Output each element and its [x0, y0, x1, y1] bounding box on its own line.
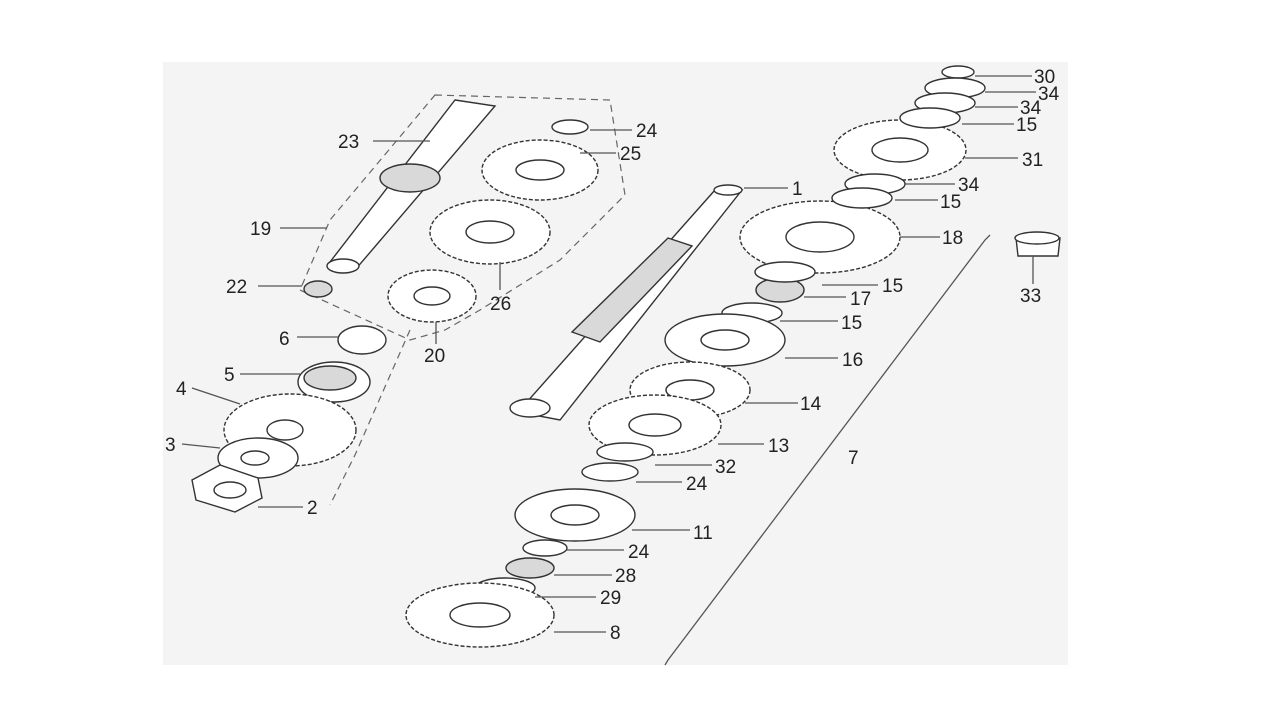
- shifter-16: [664, 313, 786, 367]
- ring-6: [337, 325, 387, 355]
- main-shaft: [509, 184, 744, 421]
- callout-32: 32: [715, 457, 736, 478]
- callout-29: 29: [600, 588, 621, 609]
- callout-4: 4: [176, 379, 187, 400]
- callout-25: 25: [620, 144, 641, 165]
- callout-5: 5: [224, 365, 235, 386]
- callout-8: 8: [610, 623, 621, 644]
- group-bracket-7: [664, 234, 991, 666]
- callout-1: 1: [792, 179, 803, 200]
- callout-15: 15: [1016, 115, 1037, 136]
- gear-26: [429, 199, 551, 265]
- callout-16: 16: [842, 350, 863, 371]
- bearing-17: [721, 261, 816, 324]
- callout-34: 34: [1038, 84, 1060, 105]
- callout-34: 34: [958, 175, 980, 196]
- callout-11: 11: [693, 523, 713, 544]
- gear-13: [588, 394, 722, 456]
- callout-6: 6: [279, 329, 290, 350]
- callout-2: 2: [307, 498, 318, 519]
- bearing-22: [303, 280, 333, 298]
- callout-17: 17: [850, 289, 871, 310]
- callout-23: 23: [338, 132, 359, 153]
- leader-lines: [181, 75, 1036, 633]
- group-label-7: 7: [848, 448, 859, 469]
- callout-24: 24: [686, 474, 708, 495]
- callout-34: 34: [1020, 98, 1042, 119]
- callout-24: 24: [636, 121, 658, 142]
- washer-3: [217, 437, 299, 479]
- callout-3: 3: [165, 435, 176, 456]
- callout-30: 30: [1034, 67, 1055, 88]
- washers-top: [831, 65, 986, 209]
- nut-2: [191, 464, 263, 513]
- callout-22: 22: [226, 277, 247, 298]
- gear-25: [481, 119, 599, 201]
- gear-18: [739, 200, 901, 274]
- callout-15: 15: [882, 276, 903, 297]
- part-33-bush: [1014, 231, 1061, 257]
- callout-15: 15: [940, 192, 961, 213]
- callout-20: 20: [424, 346, 445, 367]
- callout-33: 33: [1020, 286, 1041, 307]
- gear-8: [405, 582, 555, 648]
- washers-mid: [581, 442, 654, 482]
- callout-18: 18: [942, 228, 963, 249]
- bearing-5: [297, 361, 371, 403]
- callout-24: 24: [628, 542, 650, 563]
- gear-20: [387, 269, 477, 323]
- callout-26: 26: [490, 294, 511, 315]
- gear-31: [833, 119, 967, 181]
- callout-28: 28: [615, 566, 636, 587]
- countershaft-19-23: [326, 99, 497, 274]
- shifter-11: [514, 488, 636, 542]
- callout-31: 31: [1022, 150, 1043, 171]
- callout-13: 13: [768, 436, 789, 457]
- callout-15: 15: [841, 313, 862, 334]
- callout-14: 14: [800, 394, 822, 415]
- group-outline-lower: [329, 329, 411, 506]
- callout-19: 19: [250, 219, 271, 240]
